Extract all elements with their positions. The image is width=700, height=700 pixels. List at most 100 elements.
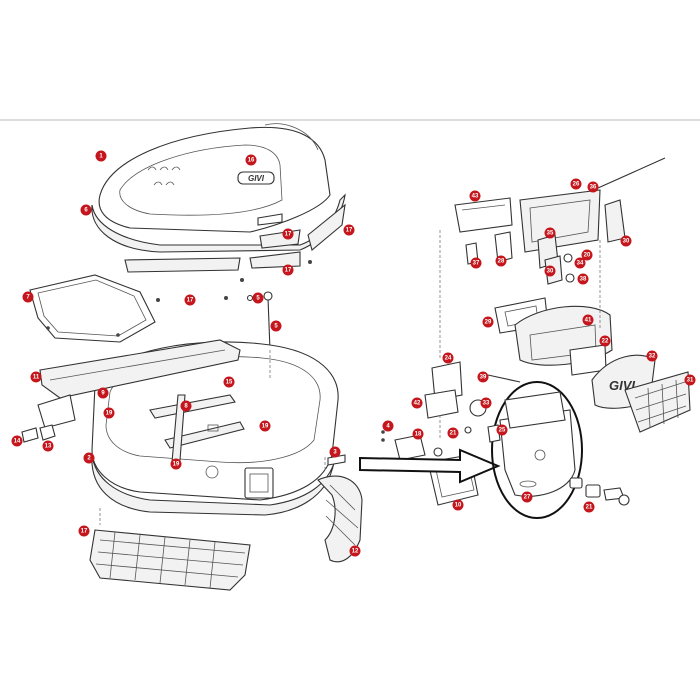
callout-number: 20 xyxy=(584,253,591,259)
callout-number: 21 xyxy=(450,431,457,437)
callout-number: 21 xyxy=(586,505,593,511)
callout-number: 30 xyxy=(547,269,554,275)
callout-number: 8 xyxy=(184,404,188,410)
callout-28: 28 xyxy=(495,255,507,267)
callout-dot xyxy=(684,374,696,386)
callout-dot xyxy=(412,428,424,440)
callout-17: 17 xyxy=(343,224,355,236)
callout-42: 42 xyxy=(411,397,423,409)
callout-number: 15 xyxy=(226,380,233,386)
side-reflector-mesh xyxy=(317,454,363,563)
pointer-arrow xyxy=(359,448,501,484)
callout-dot xyxy=(570,178,582,190)
callout-34: 34 xyxy=(574,257,586,269)
callout-36: 36 xyxy=(587,181,599,193)
lid-part: GIVI xyxy=(91,123,346,253)
callout-43: 43 xyxy=(469,190,481,202)
callout-5: 5 xyxy=(252,292,264,304)
callout-number: 31 xyxy=(687,378,694,384)
callout-dot xyxy=(469,190,481,202)
callout-number: 34 xyxy=(577,261,584,267)
callout-number: 37 xyxy=(473,261,480,267)
callout-35: 35 xyxy=(544,227,556,239)
callout-dot xyxy=(577,273,589,285)
callout-number: 22 xyxy=(602,339,609,345)
callout-13: 13 xyxy=(42,440,54,452)
callout-number: 36 xyxy=(590,185,597,191)
callout-15: 15 xyxy=(223,376,235,388)
callout-number: 30 xyxy=(623,239,630,245)
callout-dot xyxy=(480,397,492,409)
callout-2: 2 xyxy=(83,452,95,464)
callout-dot xyxy=(496,424,508,436)
callout-number: 13 xyxy=(45,444,52,450)
callout-dot xyxy=(646,350,658,362)
callout-19: 19 xyxy=(259,420,271,432)
callout-number: 16 xyxy=(248,158,255,164)
callout-number: 25 xyxy=(499,428,506,434)
callout-dot xyxy=(42,440,54,452)
callout-16: 16 xyxy=(245,154,257,166)
callout-25: 25 xyxy=(496,424,508,436)
callout-number: 6 xyxy=(84,208,88,214)
callout-dot xyxy=(11,435,23,447)
callout-dot xyxy=(411,397,423,409)
callout-number: 26 xyxy=(573,182,580,188)
callout-27: 27 xyxy=(521,491,533,503)
callout-number: 17 xyxy=(285,232,292,238)
callout-33: 33 xyxy=(480,397,492,409)
callout-39: 39 xyxy=(477,371,489,383)
callout-dot xyxy=(282,228,294,240)
callout-17: 17 xyxy=(282,228,294,240)
callout-number: 2 xyxy=(87,456,91,462)
base-side-strip xyxy=(37,339,241,429)
callout-number: 1 xyxy=(99,154,103,160)
callout-dot xyxy=(544,227,556,239)
callout-number: 38 xyxy=(580,277,587,283)
callout-number: 9 xyxy=(101,391,105,397)
callout-number: 18 xyxy=(415,432,422,438)
callout-dot xyxy=(587,181,599,193)
callout-dot xyxy=(382,420,394,432)
callout-number: 14 xyxy=(14,439,21,445)
callout-number: 17 xyxy=(187,298,194,304)
callout-dot xyxy=(349,545,361,557)
callout-1: 1 xyxy=(95,150,107,162)
callout-number: 32 xyxy=(649,354,656,360)
dashed-leaders xyxy=(99,230,601,525)
callout-22: 22 xyxy=(599,335,611,347)
callout-dot xyxy=(582,314,594,326)
callout-number: 28 xyxy=(498,259,505,265)
clip-parts xyxy=(21,424,56,443)
callout-dot xyxy=(22,291,34,303)
callout-32: 32 xyxy=(646,350,658,362)
callout-number: 19 xyxy=(262,424,269,430)
callout-dot xyxy=(495,255,507,267)
callout-20: 20 xyxy=(581,249,593,261)
callout-dot xyxy=(252,292,264,304)
callout-19: 19 xyxy=(103,407,115,419)
callout-dot xyxy=(170,458,182,470)
callout-dot xyxy=(599,335,611,347)
callout-14: 14 xyxy=(11,435,23,447)
callout-37: 37 xyxy=(470,257,482,269)
callout-30: 30 xyxy=(620,235,632,247)
callout-4: 4 xyxy=(382,420,394,432)
callout-number: 4 xyxy=(386,424,390,430)
callout-8: 8 xyxy=(180,400,192,412)
callout-number: 24 xyxy=(445,356,452,362)
callout-5: 5 xyxy=(270,320,282,332)
callout-dot xyxy=(95,150,107,162)
callout-number: 5 xyxy=(256,296,260,302)
callout-3: 3 xyxy=(329,446,341,458)
callout-number: 19 xyxy=(173,462,180,468)
callout-9: 9 xyxy=(97,387,109,399)
callout-38: 38 xyxy=(577,273,589,285)
key-bolt-parts xyxy=(569,477,630,506)
callout-dot xyxy=(544,265,556,277)
callout-21: 21 xyxy=(583,501,595,513)
callout-dot xyxy=(447,427,459,439)
callout-12: 12 xyxy=(349,545,361,557)
callout-number: 27 xyxy=(524,495,531,501)
